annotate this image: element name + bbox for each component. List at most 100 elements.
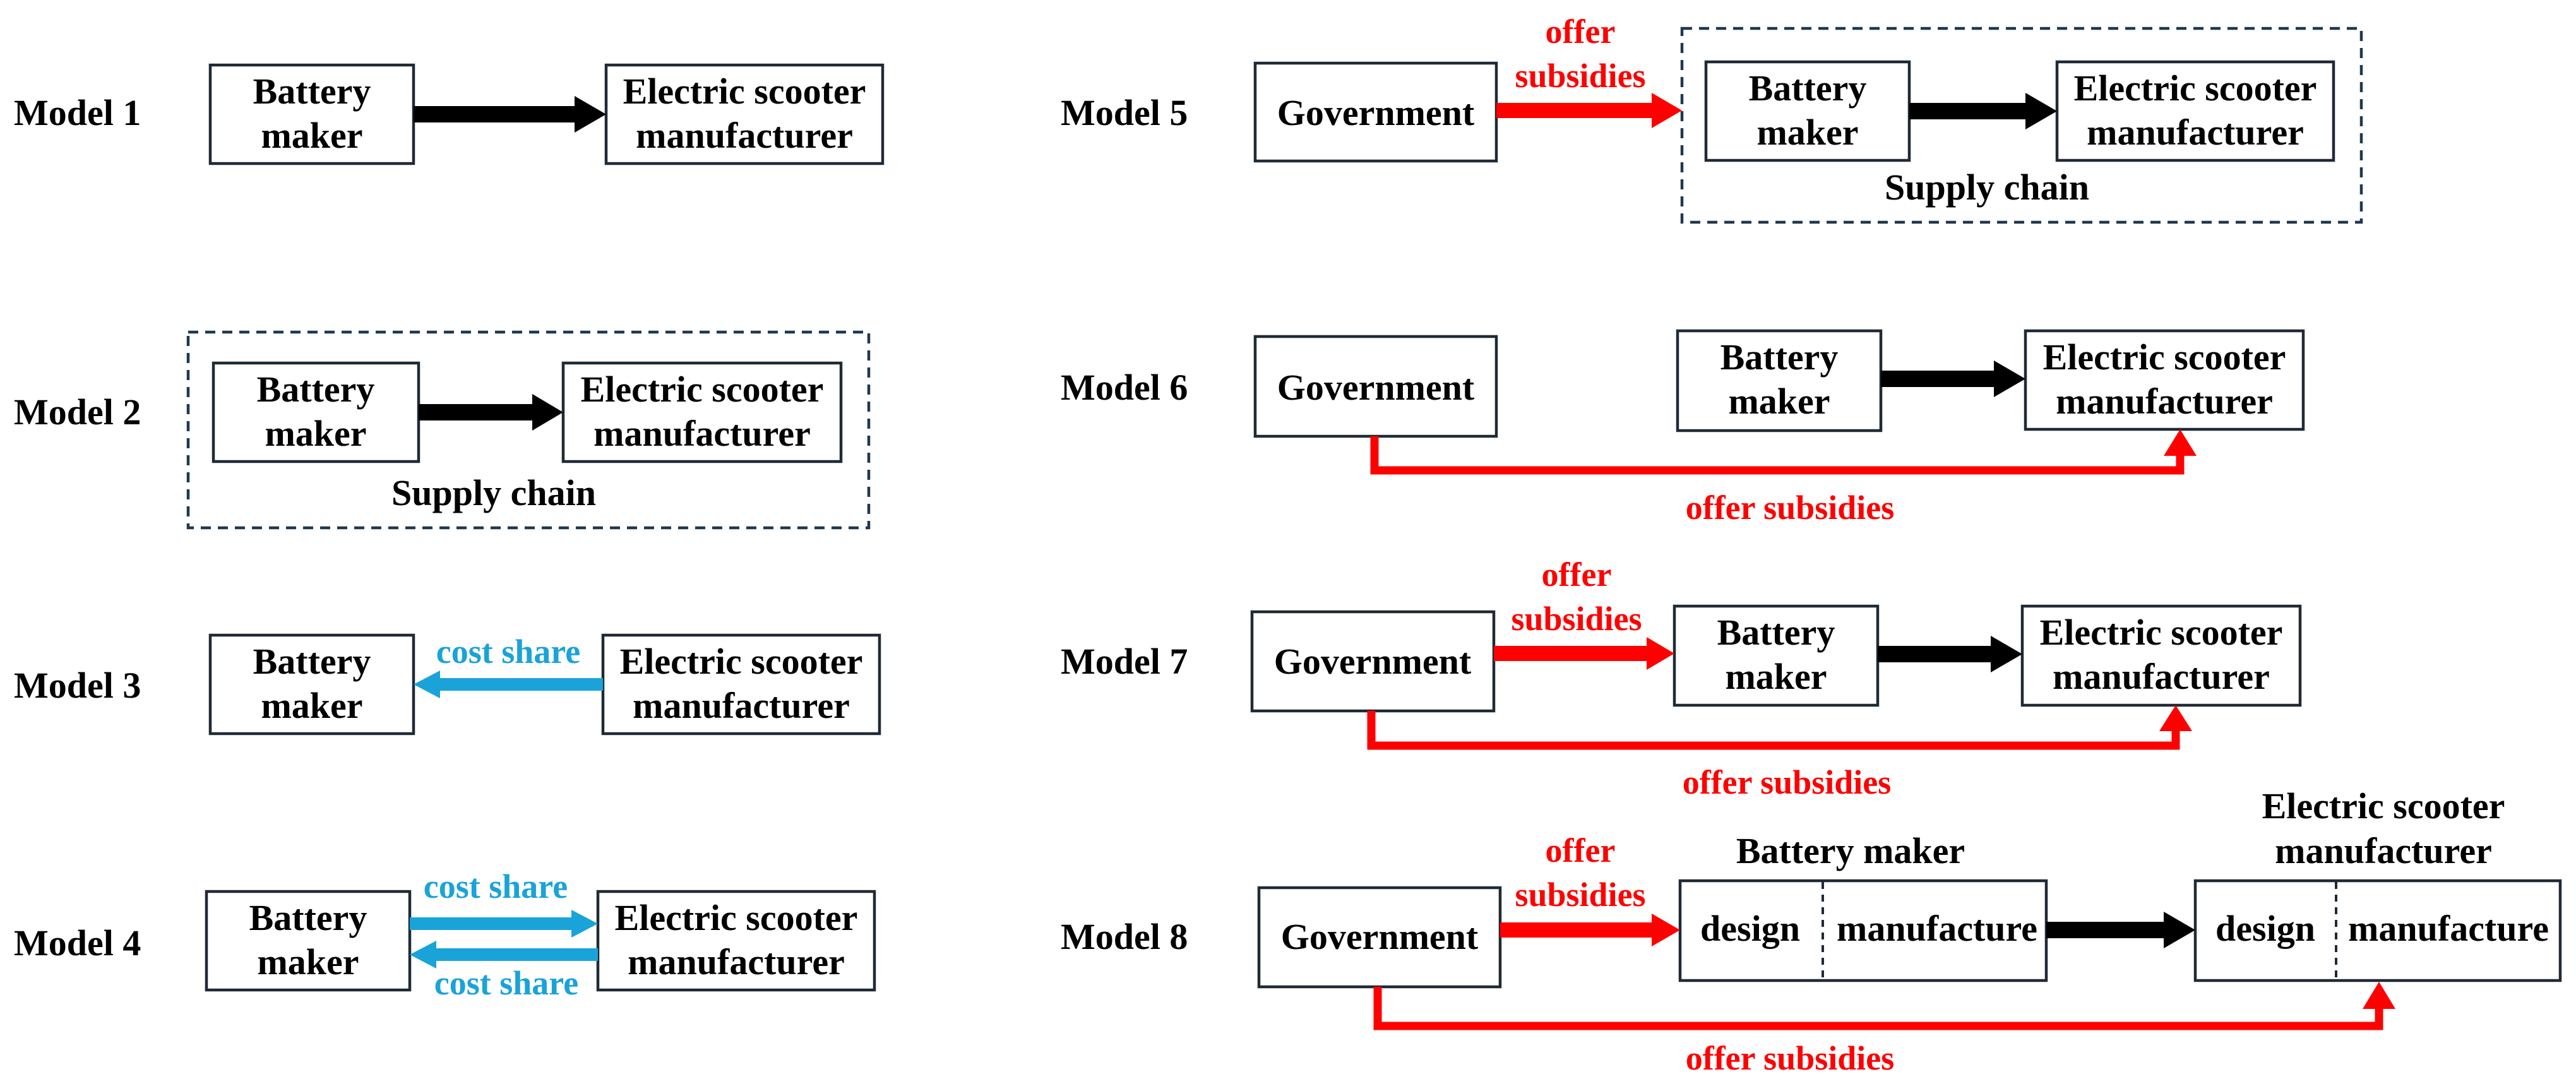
esm-label-line2: manufacturer — [2087, 112, 2304, 153]
subsidy-label-lower: offer subsidies — [1686, 1039, 1895, 1077]
cost-share-arrow-head — [414, 671, 440, 698]
subsidy-connector — [1373, 987, 2383, 1030]
subsidy-label-line1: offer — [1546, 13, 1616, 51]
supply-chain-boundary — [1680, 27, 2363, 224]
government-label: Government — [1277, 92, 1475, 133]
subsidy-arrow-head — [1647, 637, 1674, 670]
supply-arrow-head — [2164, 912, 2195, 948]
esm-label-line2: manufacturer — [636, 115, 853, 156]
esm-label-line1: Electric scooter — [581, 369, 824, 410]
model-7: Model 7 Government Battery maker Electri… — [1061, 556, 2302, 801]
battery-maker-title: Battery maker — [1736, 830, 1965, 871]
cost-share-label: cost share — [436, 633, 580, 671]
electric-scooter-manufacturer-box — [601, 633, 881, 736]
battery-maker-box — [1673, 604, 1880, 707]
supply-arrow-head — [1991, 636, 2022, 672]
model-6-label: Model 6 — [1061, 367, 1188, 408]
subsidy-label: offer subsidies — [1686, 489, 1895, 527]
subsidy-label-line2: subsidies — [1515, 876, 1645, 914]
subsidy-label-line1: offer — [1546, 832, 1616, 869]
subsidy-label-line1: offer — [1542, 556, 1612, 593]
battery-maker-label-line1: Battery — [1720, 337, 1839, 378]
battery-maker-box — [208, 633, 415, 736]
electric-scooter-manufacturer-box — [2024, 329, 2305, 431]
battery-maker-box — [205, 890, 412, 992]
government-box — [1253, 61, 1498, 163]
government-label: Government — [1274, 641, 1472, 682]
model-3-label: Model 3 — [14, 665, 141, 706]
model-7-label: Model 7 — [1061, 641, 1188, 682]
model-4-label: Model 4 — [14, 922, 141, 963]
model-5-label: Model 5 — [1061, 92, 1188, 133]
supply-chain-caption: Supply chain — [1885, 167, 2089, 208]
esm-label-line1: Electric scooter — [623, 71, 866, 112]
esm-label-line2: manufacturer — [633, 685, 850, 726]
model-6: Model 6 Government Battery maker Electri… — [1061, 329, 2305, 527]
subsidy-arrow-head-lower — [2159, 705, 2192, 731]
government-box — [1250, 610, 1496, 713]
battery-maker-box — [208, 63, 415, 165]
esm-design-label: design — [2215, 908, 2315, 949]
subsidy-arrow-head — [1652, 914, 1680, 946]
model-1-label: Model 1 — [14, 92, 141, 133]
esm-label-line2: manufacturer — [2056, 381, 2273, 422]
supply-arrow-head — [575, 96, 606, 133]
supply-arrow-head — [1994, 361, 2025, 397]
battery-maker-label-line1: Battery — [253, 641, 371, 682]
government-label: Government — [1281, 916, 1479, 957]
supply-arrow-head — [2025, 93, 2057, 129]
esm-label-line1: Electric scooter — [2074, 68, 2317, 109]
esm-label-line1: Electric scooter — [615, 897, 858, 938]
esm-label-line2: manufacturer — [593, 413, 811, 454]
battery-maker-label-line2: maker — [261, 685, 362, 726]
subsidy-label-lower: offer subsidies — [1683, 763, 1892, 801]
battery-maker-box — [1676, 329, 1883, 432]
esm-label-line2: manufacturer — [2053, 656, 2270, 697]
battery-maker-label-line1: Battery — [249, 897, 367, 938]
electric-scooter-manufacturer-box — [2193, 879, 2562, 982]
subsidy-connector — [1370, 436, 2185, 475]
battery-maker-label-line2: maker — [1728, 381, 1830, 422]
electric-scooter-manufacturer-box — [2055, 60, 2335, 162]
supply-chain-boundary — [186, 330, 871, 530]
model-8-label: Model 8 — [1061, 916, 1188, 957]
electric-scooter-manufacturer-box — [2020, 604, 2302, 707]
government-label: Government — [1277, 367, 1475, 408]
battery-maker-label-line2: maker — [261, 115, 362, 156]
model-3: Model 3 Battery maker Electric scooter m… — [14, 633, 881, 736]
battery-maker-label-line1: Battery — [257, 369, 375, 410]
model-1: Model 1 Battery maker Electric scooter m… — [14, 63, 885, 165]
battery-manufacture-label: manufacture — [1837, 908, 2037, 949]
esm-label-line2: manufacturer — [628, 941, 845, 982]
subsidy-arrow-head — [1652, 93, 1682, 128]
government-box — [1257, 886, 1502, 989]
esm-label-line1: Electric scooter — [620, 641, 863, 682]
electric-scooter-manufacturer-box — [604, 63, 885, 165]
model-2: Model 2 Battery maker Electric scooter m… — [14, 330, 871, 530]
supply-arrow-head — [532, 394, 563, 431]
battery-maker-label-line2: maker — [265, 413, 366, 454]
battery-maker-label-line1: Battery — [253, 71, 371, 112]
cost-share-arrow-left-head — [410, 941, 436, 969]
battery-maker-label-line2: maker — [1756, 112, 1858, 153]
battery-maker-label-line2: maker — [1725, 656, 1827, 697]
esm-manufacture-label: manufacture — [2348, 908, 2549, 949]
battery-maker-label-line1: Battery — [1749, 68, 1867, 109]
battery-maker-label-line1: Battery — [1717, 612, 1835, 653]
subsidy-arrow-head-lower — [2363, 982, 2395, 1009]
electric-scooter-manufacturer-box — [561, 361, 843, 463]
subsidy-label-line2: subsidies — [1515, 57, 1645, 95]
cost-share-arrow-right-head — [571, 910, 598, 938]
esm-label-line1: Electric scooter — [2043, 337, 2286, 378]
battery-design-label: design — [1700, 908, 1800, 949]
model-5: Model 5 Government Battery maker Electri… — [1061, 13, 2363, 224]
cost-share-label-bottom: cost share — [434, 964, 578, 1002]
supply-chain-caption: Supply chain — [391, 472, 596, 513]
battery-maker-box — [1704, 60, 1911, 162]
subsidy-arrow-head — [2164, 429, 2197, 456]
esm-title-line2: manufacturer — [2275, 830, 2492, 871]
subsidy-label-line2: subsidies — [1511, 600, 1642, 638]
subsidy-connector — [1367, 711, 2180, 750]
model-4: Model 4 Battery maker Electric scooter m… — [14, 867, 876, 1002]
